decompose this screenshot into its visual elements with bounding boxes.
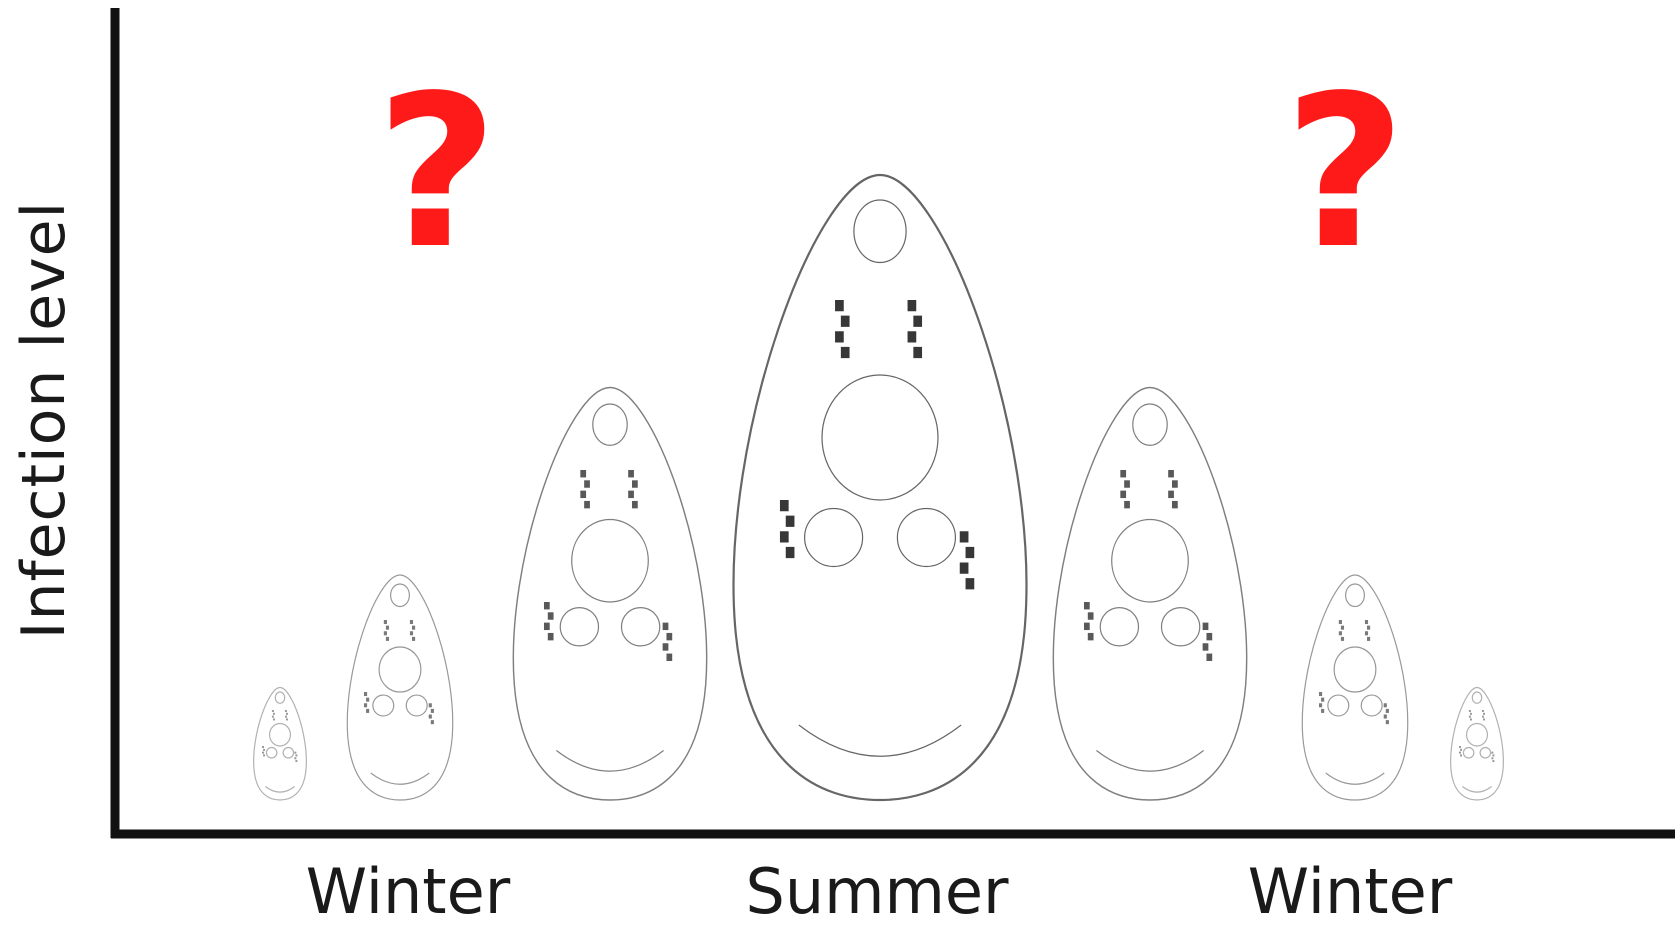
parasite-figure [1302, 575, 1407, 800]
y-axis-label: Infection level [9, 201, 79, 639]
parasite-figure [734, 175, 1027, 800]
x-label-winter-left: Winter [306, 855, 510, 928]
x-label-summer: Summer [745, 855, 1008, 928]
parasite-figure [513, 388, 706, 801]
x-label-winter-right: Winter [1248, 855, 1452, 928]
parasite-figure [254, 688, 307, 801]
question-mark-left: ? [376, 68, 498, 278]
parasite-figure [347, 575, 452, 800]
parasite-figure [1053, 388, 1246, 801]
parasite-figure [1451, 688, 1504, 801]
question-mark-right: ? [1284, 68, 1406, 278]
